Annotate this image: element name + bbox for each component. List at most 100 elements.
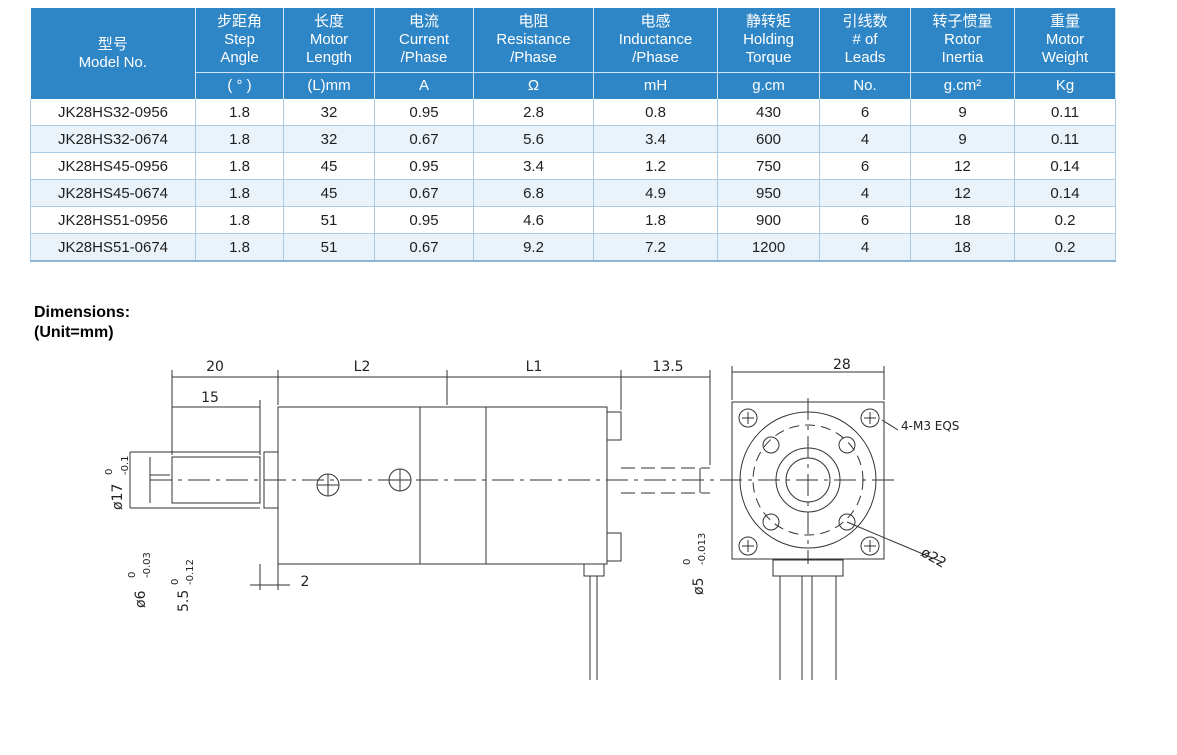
dim-screws: 4-M3 EQS — [901, 419, 959, 433]
dim-l2: L2 — [354, 359, 371, 375]
table-cell: 0.67 — [374, 125, 474, 153]
table-cell: 0.95 — [374, 99, 474, 126]
column-header-zh: 电感 — [640, 13, 671, 30]
column-header-zh: 转子惯量 — [932, 13, 993, 30]
table-cell: 950 — [717, 179, 820, 207]
table-cell: 0.11 — [1014, 99, 1116, 126]
column-header-en1: Resistance — [496, 31, 571, 48]
table-cell: 750 — [717, 152, 820, 180]
table-cell: 1.8 — [195, 179, 284, 207]
table-cell: 9 — [910, 99, 1015, 126]
column-unit-9: Kg — [1014, 72, 1116, 99]
column-header-en1: # of — [852, 31, 878, 48]
table-cell: 6.8 — [473, 179, 594, 207]
table-cell: 0.8 — [593, 99, 718, 126]
column-header-zh: 重量 — [1049, 13, 1080, 30]
column-header-en1: Current — [398, 31, 450, 48]
table-cell: 0.95 — [374, 152, 474, 180]
table-cell: 9 — [910, 125, 1015, 153]
gearbox-body — [277, 406, 421, 565]
column-header-en2: Weight — [1041, 49, 1089, 66]
dim-rear-tol-upper: 0 — [682, 559, 693, 565]
column-header-en2: Torque — [745, 49, 792, 66]
table-cell: 0.67 — [374, 179, 474, 207]
table-cell: 4 — [819, 125, 911, 153]
table-cell: 4 — [819, 233, 911, 262]
column-header-zh: 步距角 — [216, 13, 262, 30]
column-header-zh: 引线数 — [842, 13, 888, 30]
table-cell: 45 — [283, 179, 375, 207]
column-header-zh: 电阻 — [518, 13, 549, 30]
table-cell: 18 — [910, 206, 1015, 234]
table-cell: 1.2 — [593, 152, 718, 180]
column-header-en1: Step — [224, 31, 255, 48]
table-cell: 1.8 — [195, 233, 284, 262]
dimension-drawing: 20 15 L2 L1 13.5 2 28 4-M3 EQS ø22 ø17 0… — [104, 357, 959, 680]
table-cell: 51 — [283, 206, 375, 234]
table-cell: 0.14 — [1014, 179, 1116, 207]
table-cell: 51 — [283, 233, 375, 262]
column-header-zh: 长度 — [313, 13, 344, 30]
table-cell: 0.11 — [1014, 125, 1116, 153]
table-cell: 45 — [283, 152, 375, 180]
motor-body — [419, 406, 608, 565]
column-unit-5: mH — [593, 72, 718, 99]
table-cell: 0.95 — [374, 206, 474, 234]
dim-flat-dia: 5.5 — [176, 590, 192, 612]
column-unit-7: No. — [819, 72, 911, 99]
column-unit-8: g.cm² — [910, 72, 1015, 99]
dim-bolt-circle: ø22 — [918, 545, 949, 572]
column-unit-2: (L)mm — [283, 72, 375, 99]
column-header-en2: /Phase — [632, 49, 679, 66]
table-cell: 32 — [283, 125, 375, 153]
dim-rear-shaft: 13.5 — [652, 359, 683, 375]
column-header-en2: Angle — [220, 49, 259, 66]
table-cell: 6 — [819, 152, 911, 180]
table-cell: JK28HS45-0674 — [30, 179, 196, 207]
dim-pilot-tol-lower: -0.1 — [120, 455, 131, 475]
column-header-en1: Motor — [309, 31, 349, 48]
dim-pilot-dia: ø17 — [110, 484, 126, 510]
table-cell: 3.4 — [473, 152, 594, 180]
table-cell: 12 — [910, 152, 1015, 180]
table-cell: 12 — [910, 179, 1015, 207]
table-cell: JK28HS32-0956 — [30, 99, 196, 126]
table-cell: 0.2 — [1014, 206, 1116, 234]
table-cell: 4.9 — [593, 179, 718, 207]
column-header-en2: /Phase — [400, 49, 448, 66]
dimensions-heading: Dimensions: (Unit=mm) — [34, 303, 130, 343]
column-unit-3: A — [374, 72, 474, 99]
table-cell: 4 — [819, 179, 911, 207]
column-header-en2: Leads — [844, 49, 886, 66]
table-cell: 9.2 — [473, 233, 594, 262]
column-header-en1: Holding — [743, 31, 794, 48]
table-cell: 0.2 — [1014, 233, 1116, 262]
dimensions-title: Dimensions: — [34, 304, 131, 321]
table-cell: JK28HS32-0674 — [30, 125, 196, 153]
table-cell: 1200 — [717, 233, 820, 262]
table-cell: 7.2 — [593, 233, 718, 262]
dim-l1: L1 — [526, 359, 543, 375]
table-cell: 4.6 — [473, 206, 594, 234]
table-cell: 600 — [717, 125, 820, 153]
column-header-zh: 静转矩 — [745, 13, 791, 30]
table-cell: 6 — [819, 99, 911, 126]
dim-shaft-tol-upper: 0 — [127, 572, 138, 578]
column-header-en2: /Phase — [510, 49, 557, 66]
table-cell: 32 — [283, 99, 375, 126]
